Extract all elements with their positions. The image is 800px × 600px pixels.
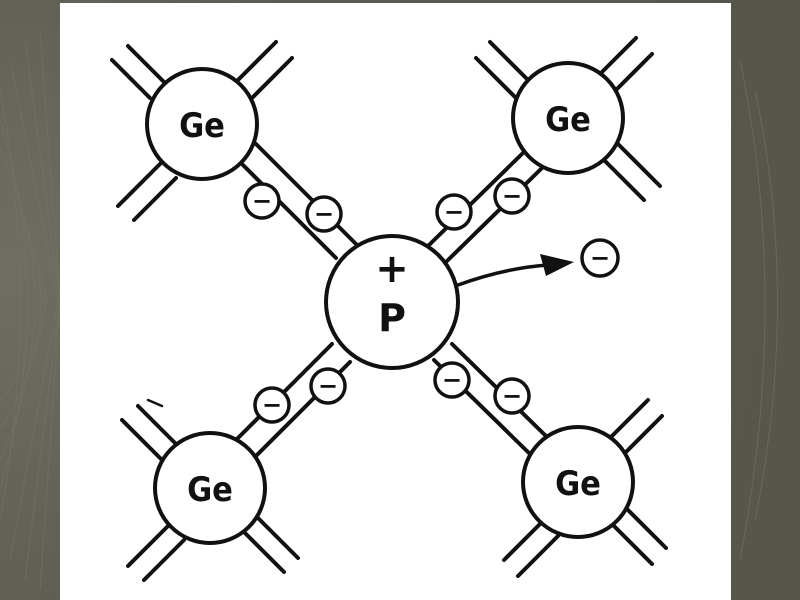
ge-atom-top-left: [145, 67, 259, 181]
outer-bonds-ge-bottom-left: [120, 404, 300, 582]
ge-label-top-left: Ge: [179, 106, 225, 146]
outer-bonds-ge-top-left: [110, 40, 294, 222]
phosphorus-atom: [324, 234, 460, 370]
bond-electron: [305, 195, 343, 233]
phosphorus-charge-symbol: +: [375, 246, 409, 292]
stray-mark: [146, 398, 164, 408]
ge-label-top-right: Ge: [545, 100, 591, 140]
bond-electron-sign: −: [318, 372, 338, 400]
bond-electron-sign: −: [252, 187, 272, 215]
bond-electron: [433, 361, 471, 399]
free-electron-sign: −: [590, 244, 610, 272]
bond-electron: [309, 367, 347, 405]
bond-electron-sign: −: [262, 391, 282, 419]
bond-electron: [493, 377, 531, 415]
electron-escape-arrow: [456, 254, 574, 287]
ge-atom-top-right: [511, 61, 625, 175]
bond-electron: [493, 177, 531, 215]
bond-electron-sign: −: [314, 200, 334, 228]
bond-electron-sign: −: [502, 182, 522, 210]
bond-electron-sign: −: [502, 382, 522, 410]
ge-atom-bottom-left: [153, 431, 267, 545]
free-electron: [580, 238, 620, 278]
ge-label-bottom-left: Ge: [187, 470, 233, 510]
outer-bonds-ge-bottom-right: [502, 398, 668, 578]
outer-bonds-ge-top-right: [474, 36, 662, 202]
bond-top-right: [426, 148, 546, 264]
ge-label-bottom-right: Ge: [555, 464, 601, 504]
bond-electron-sign: −: [442, 366, 462, 394]
ge-atom-bottom-right: [521, 425, 635, 539]
bond-electron: [243, 182, 281, 220]
bond-bottom-right: [432, 342, 552, 458]
phosphorus-label: P: [378, 296, 406, 340]
bond-electron: [253, 386, 291, 424]
bond-top-left: [236, 142, 358, 260]
bond-electron-sign: −: [444, 198, 464, 226]
bond-electron: [435, 193, 473, 231]
